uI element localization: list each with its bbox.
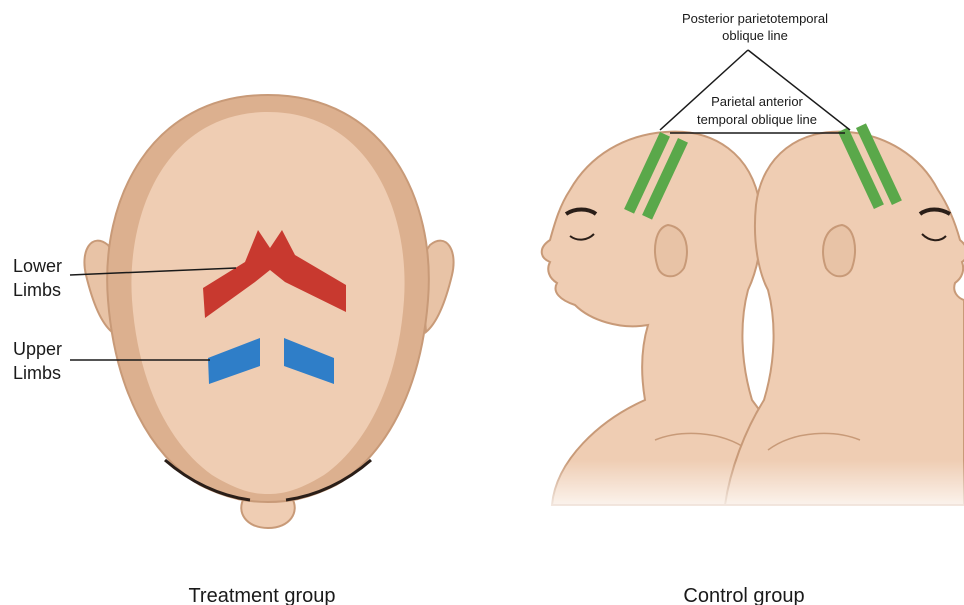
- treatment-head: [84, 95, 453, 528]
- upper-limbs-label-line1: Upper: [13, 339, 62, 359]
- control-head-right: [725, 123, 964, 505]
- anterior-label-line2: temporal oblique line: [697, 112, 817, 127]
- treatment-group-caption: Treatment group: [188, 585, 335, 605]
- bottom-fade: [540, 460, 964, 520]
- left-profile-ear: [655, 225, 687, 276]
- posterior-label-line2: oblique line: [722, 28, 788, 43]
- right-profile-ear: [823, 225, 855, 276]
- control-group-caption: Control group: [683, 585, 804, 605]
- anterior-label-line1: Parietal anterior: [711, 94, 803, 109]
- right-profile-body: [725, 132, 964, 505]
- posterior-label-line1: Posterior parietotemporal: [682, 11, 828, 26]
- upper-limbs-label-line2: Limbs: [13, 363, 61, 383]
- lower-limbs-label-line2: Limbs: [13, 280, 61, 300]
- lower-limbs-label-line1: Lower: [13, 256, 62, 276]
